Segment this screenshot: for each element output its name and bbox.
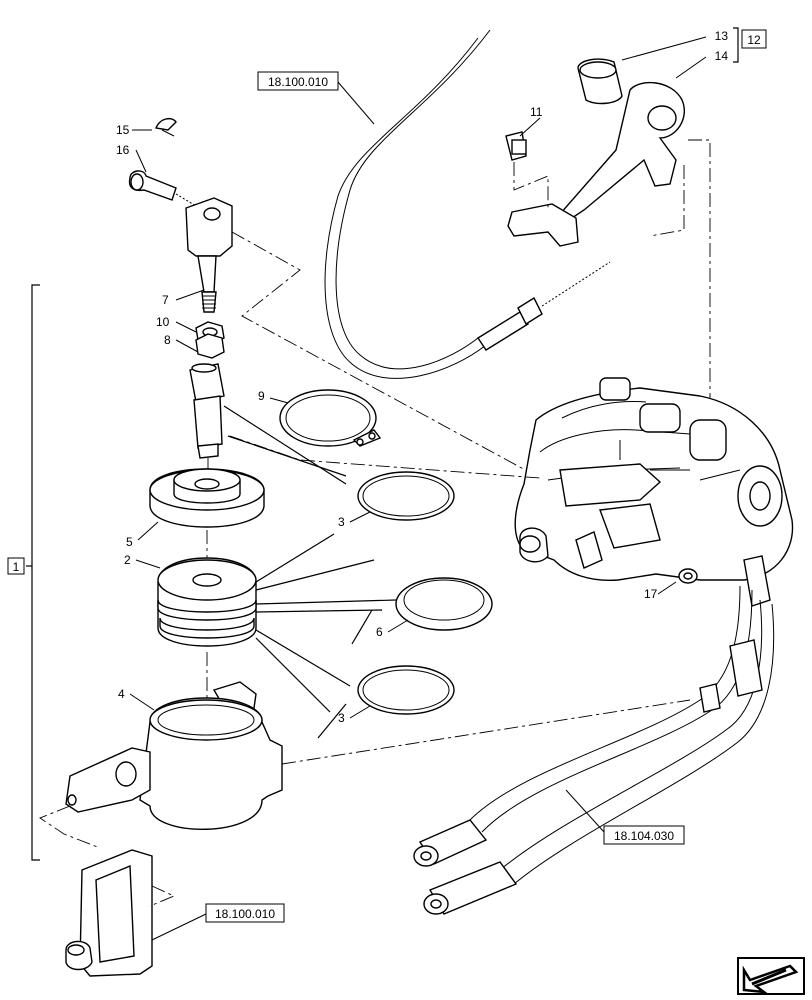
cover-5: 5 — [126, 468, 265, 560]
callout-2[interactable]: 2 — [124, 553, 131, 567]
seal-ring-3-lower: 3 — [317, 665, 455, 739]
callout-16[interactable]: 16 — [116, 143, 130, 157]
callout-7[interactable]: 7 — [162, 293, 169, 307]
valve-stem-assembly: 10 8 — [156, 315, 225, 476]
group-12-bracket: 12 13 14 — [621, 27, 767, 79]
callout-5[interactable]: 5 — [126, 535, 133, 549]
next-page-arrow-icon[interactable] — [737, 957, 805, 995]
group-1-bracket: 1 — [7, 284, 40, 861]
ref-top-group: 18.100.010 — [257, 71, 375, 125]
callout-17[interactable]: 17 — [644, 587, 658, 601]
hydraulic-hose-top — [324, 29, 611, 379]
control-valve-block: 17 — [229, 377, 794, 607]
piston-2: 2 — [124, 533, 397, 720]
cylinder-body-4: 4 — [39, 681, 691, 849]
callout-11[interactable]: 11 — [530, 105, 543, 119]
seal-6: 6 — [351, 577, 493, 645]
hydraulic-hoses-bottom: 18.104.030 — [413, 585, 775, 915]
ref-18-100-010-top[interactable]: 18.100.010 — [268, 75, 328, 89]
mounting-bracket: 18.100.010 — [65, 849, 285, 977]
seal-ring-3-upper: 3 — [223, 405, 455, 529]
callout-4[interactable]: 4 — [118, 687, 125, 701]
callout-8[interactable]: 8 — [164, 333, 171, 347]
clevis-assembly: 15 16 7 — [116, 117, 541, 479]
callout-3-lower[interactable]: 3 — [338, 711, 345, 725]
callout-1[interactable]: 1 — [13, 560, 20, 574]
callout-12[interactable]: 12 — [747, 33, 761, 47]
ref-18-100-010-bottom[interactable]: 18.100.010 — [215, 907, 275, 921]
callout-6[interactable]: 6 — [376, 625, 383, 639]
callout-9[interactable]: 9 — [258, 389, 265, 403]
callout-15[interactable]: 15 — [116, 123, 130, 137]
pedal-lever: 11 — [505, 58, 711, 410]
snap-ring-9: 9 — [258, 389, 382, 447]
callout-13[interactable]: 13 — [715, 29, 729, 43]
ref-18-104-030[interactable]: 18.104.030 — [614, 829, 674, 843]
callout-3-upper[interactable]: 3 — [338, 515, 345, 529]
callout-14[interactable]: 14 — [715, 49, 729, 63]
callout-10[interactable]: 10 — [156, 315, 170, 329]
